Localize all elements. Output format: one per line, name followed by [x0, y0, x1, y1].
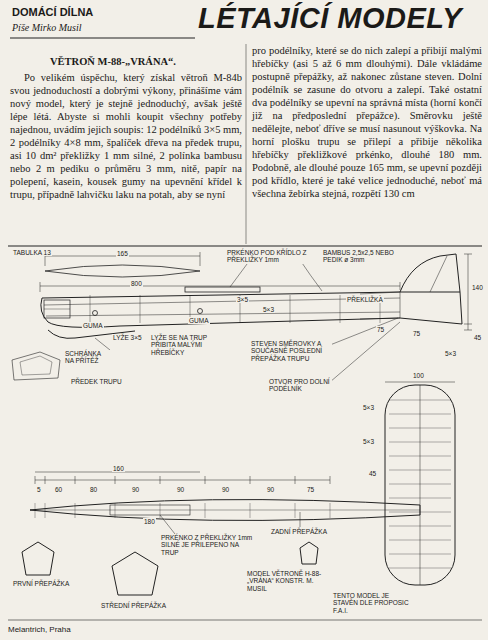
drawing-label: LYŽE SE NA TRUP PŘIBITA MALÝMI HŘEBÍČKY: [150, 334, 234, 356]
drawing-label: TABULKA 13: [12, 249, 52, 256]
drawing-label: SCHRÁNKA NA PŘÍTĚŽ: [64, 350, 110, 365]
drawing-label: 90: [176, 486, 185, 493]
drawing-label: 90: [131, 486, 140, 493]
construction-line: [295, 503, 296, 518]
construction-line: [389, 568, 451, 569]
author-line: Píše Mirko Musil: [12, 22, 81, 33]
construction-line: [75, 476, 76, 484]
drawing-label: 60: [54, 486, 63, 493]
construction-line: [45, 476, 46, 484]
construction-line: [115, 476, 116, 484]
drawing-label: 165: [116, 250, 129, 257]
page-title: LÉTAJÍCÍ MODELY: [198, 4, 462, 33]
drawing-label: 45: [368, 470, 377, 477]
article-paragraph: Po velikém úspěchu, který získal větroň …: [10, 71, 242, 201]
drawing-label: MODEL VĚTRONĚ H-88-„VRÁNA“ KONSTR. M. MU…: [246, 570, 328, 592]
drawing-label: 75: [412, 330, 421, 337]
construction-line: [330, 476, 331, 484]
drawing-label: 100: [412, 372, 425, 379]
drawing-label: 90: [221, 486, 230, 493]
drawing-label: 180: [143, 518, 156, 525]
drawing-label: PRKÉNKO POD KŘÍDLO Z PŘEKLIŽKY 1mm: [226, 249, 308, 264]
construction-line: [160, 503, 161, 518]
drawing-label: PRKÉNKO Z PŘEKLIŽKY 1mm SILNÉ JE PŘILEPE…: [160, 534, 258, 556]
construction-line: [389, 526, 451, 527]
drawing-label: 5: [36, 486, 42, 493]
construction-line: [75, 503, 76, 518]
construction-line: [35, 476, 36, 484]
drawing-label: 45: [473, 334, 482, 341]
drawing-label: PRVNÍ PŘEPÁŽKA: [12, 580, 70, 587]
drawing-label: GUMA: [188, 317, 210, 324]
section-heading: DOMÁCÍ DÍLNA: [12, 6, 93, 18]
construction-line: [290, 295, 291, 323]
article-heading: VĚTROŇ M-88-„VRÁNA“.: [50, 56, 176, 67]
drawing-label: 160: [112, 465, 125, 472]
construction-line: [250, 476, 251, 484]
drawing-label: PŘEDEK TRUPU: [70, 378, 123, 385]
drawing-label: 5×3: [362, 438, 375, 445]
drawing-label: OTVOR PRO DOLNÍ PODÉLNÍK: [268, 378, 332, 393]
drawing-label: PŘEKLIŽKA: [346, 296, 384, 303]
construction-line: [90, 295, 91, 323]
drawing-label: GUMA: [82, 322, 104, 329]
construction-line: [389, 540, 451, 541]
construction-line: [330, 503, 331, 518]
construction-line: [389, 442, 451, 443]
drawing-label: 5×3: [362, 404, 375, 411]
drawing-label: LYŽE 3×5: [112, 334, 143, 341]
construction-line: [389, 400, 451, 401]
drawing-label: ZADNÍ PŘEPÁŽKA: [270, 528, 328, 535]
drawing-label: 140: [471, 284, 484, 291]
drawing-label: 5×3: [444, 350, 457, 357]
drawing-label: 90: [266, 486, 275, 493]
drawing-label: STEVEN SMĚROVKY A SOUČASNĚ POSLEDNÍ PŘEP…: [250, 340, 332, 362]
construction-line: [389, 456, 451, 457]
construction-line: [160, 476, 161, 484]
construction-line: [250, 503, 251, 518]
construction-line: [389, 470, 451, 471]
drawing-label: 5×3: [262, 306, 275, 313]
publisher-note: Melantrich, Praha: [8, 625, 71, 634]
construction-line: [389, 554, 451, 555]
drawing-label: TENTO MODEL JE STAVĚN DLE PROPOSIC F.A.I…: [332, 592, 410, 614]
construction-line: [140, 295, 141, 323]
construction-line: [205, 476, 206, 484]
construction-line: [45, 503, 46, 518]
construction-line: [205, 503, 206, 518]
construction-line: [389, 428, 451, 429]
drawing-label: 75: [306, 486, 315, 493]
drawing-label: 75: [376, 326, 385, 333]
construction-line: [389, 414, 451, 415]
construction-line: [389, 498, 451, 499]
drawing-label: STŘEDNÍ PŘEPÁŽKA: [100, 602, 167, 609]
drawing-label: BAMBUS 2,5x2,5 NEBO PEDIK ø 3mm: [322, 249, 396, 264]
construction-line: [340, 295, 341, 323]
construction-line: [389, 512, 451, 513]
construction-line: [295, 476, 296, 484]
drawing-label: 3×5: [236, 296, 249, 303]
construction-line: [35, 503, 36, 518]
construction-line: [389, 484, 451, 485]
article-paragraph: pro podélníky, které se do nich zalepí a…: [252, 44, 482, 200]
drawing-label: 800: [130, 280, 143, 287]
drawing-label: 80: [89, 486, 98, 493]
construction-line: [115, 503, 116, 518]
